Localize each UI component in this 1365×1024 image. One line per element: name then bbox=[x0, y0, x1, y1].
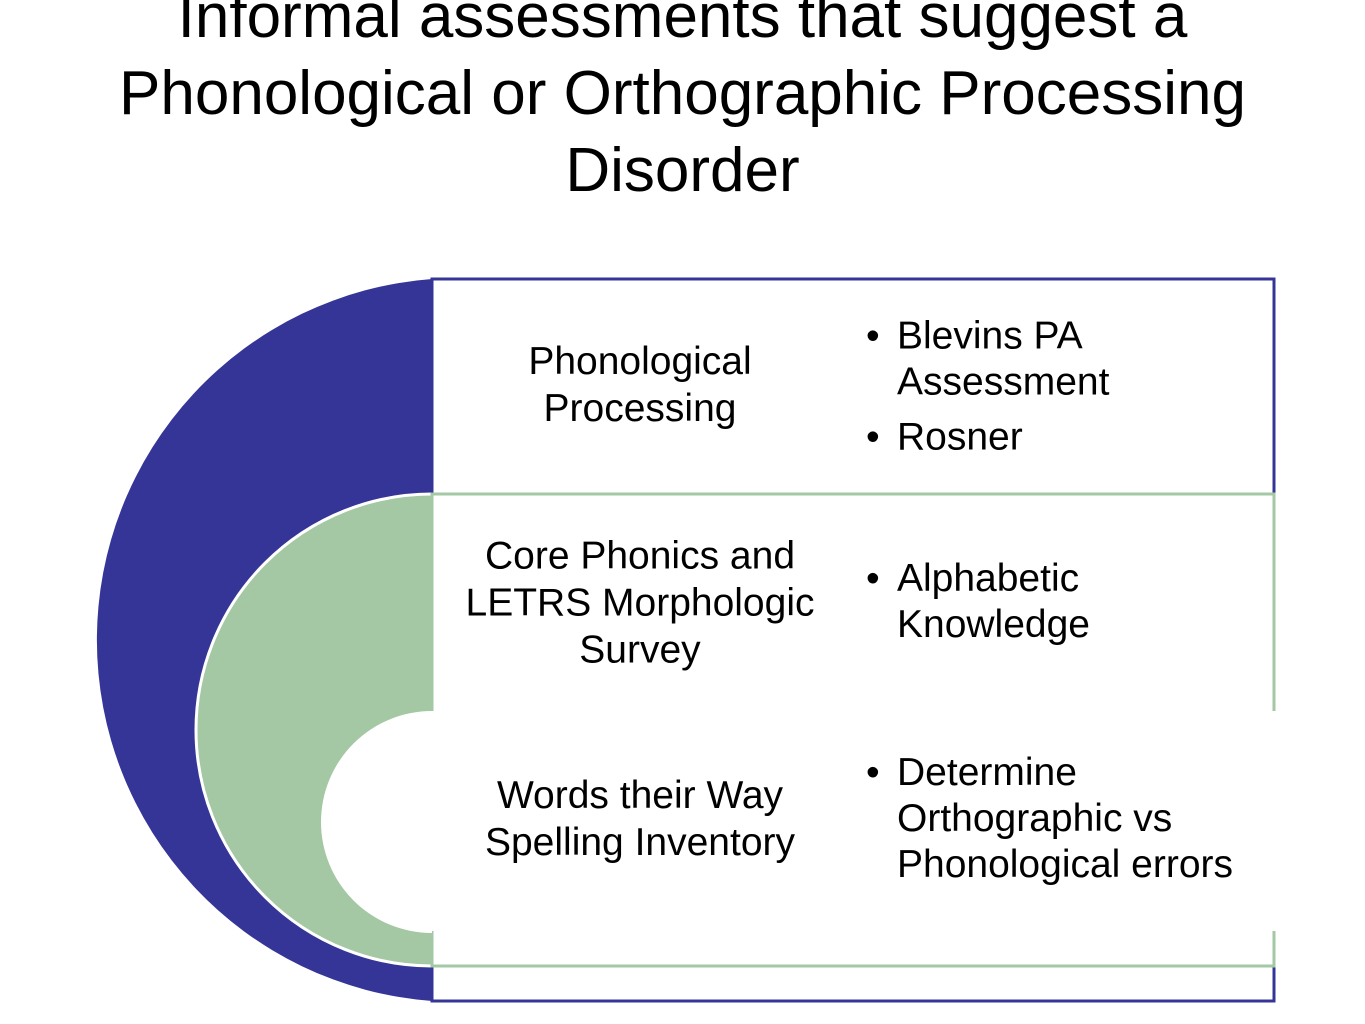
bullet-item: Blevins PA Assessment bbox=[866, 314, 1246, 406]
title-line-1: Informal assessments that suggest a bbox=[177, 0, 1188, 51]
inner-arc bbox=[321, 711, 432, 933]
level-label-words-their-way: Words their Way Spelling Inventory bbox=[484, 774, 796, 864]
title-line-2: Phonological or Orthographic Processing bbox=[119, 59, 1246, 128]
bullet-item: Rosner bbox=[866, 415, 1246, 461]
bullet-item: Alphabetic Knowledge bbox=[866, 556, 1246, 648]
level-label-phonological-processing: Phonological Processing bbox=[528, 340, 752, 430]
level-bullets-1: Blevins PA Assessment Rosner bbox=[866, 314, 1246, 461]
level-bullets-2: Alphabetic Knowledge bbox=[866, 556, 1246, 648]
title-line-3: Disorder bbox=[565, 136, 800, 205]
slide-title: Informal assessments that suggest a Phon… bbox=[0, 0, 1365, 209]
bullet-item: Determine Orthographic vs Phonological e… bbox=[866, 750, 1246, 888]
level-label-core-phonics: Core Phonics and LETRS Morphologic Surve… bbox=[465, 534, 815, 672]
level-bullets-3: Determine Orthographic vs Phonological e… bbox=[866, 750, 1246, 888]
